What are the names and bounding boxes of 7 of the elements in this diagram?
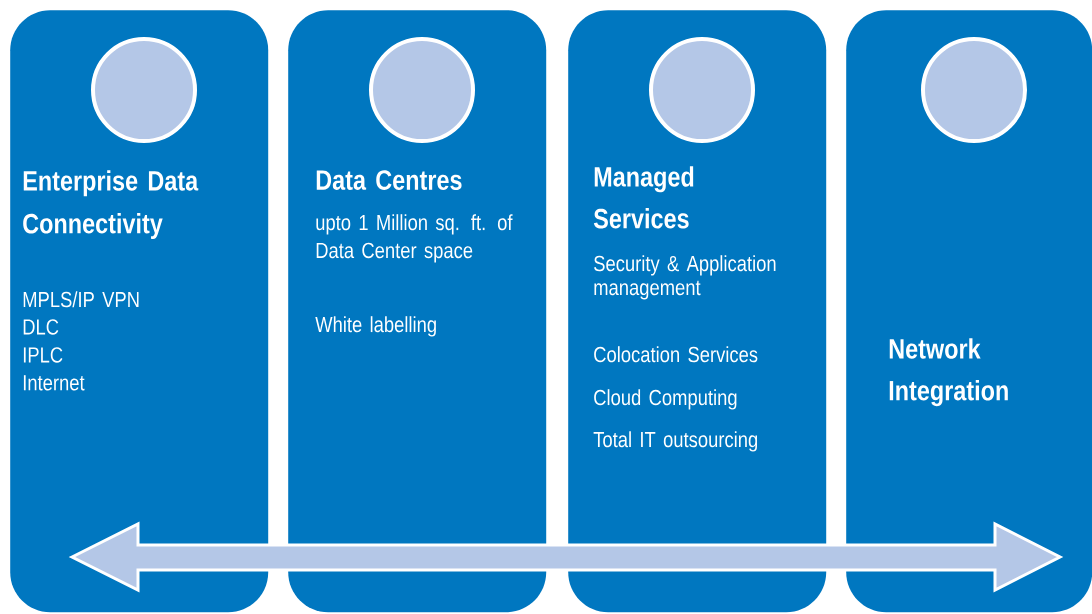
circle: [91, 37, 197, 143]
column-panel: Managed Services Security & Application management Colocation Services Cloud Computing Total IT outsourcing: [568, 10, 827, 613]
circle: [369, 37, 475, 143]
column-panel: Data Centres upto 1 Million sq. ft. of Data Center space White labelling: [288, 10, 547, 613]
circle: [649, 37, 755, 143]
circle: [921, 37, 1027, 143]
column-panel: Enterprise Data Connectivity MPLS/IP VPN DLC IPLC Internet: [10, 10, 269, 613]
